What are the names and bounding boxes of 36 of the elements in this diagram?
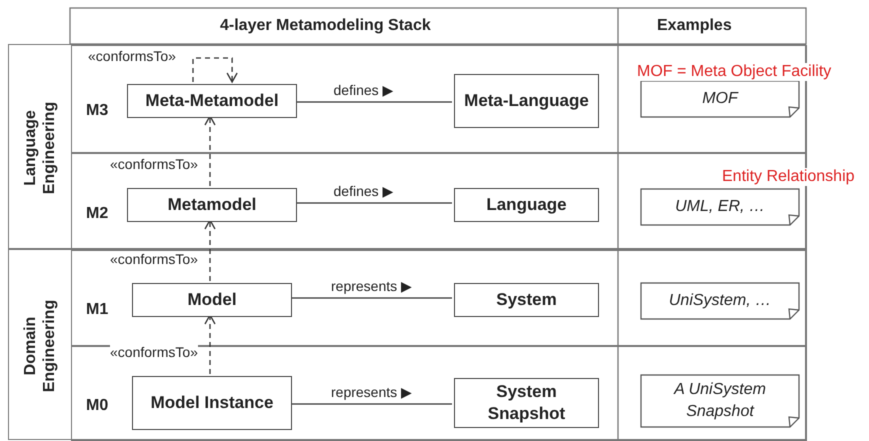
example-note: UniSystem, … [640, 282, 800, 320]
connector-line [295, 202, 452, 204]
edge-label: «conformsTo» [110, 251, 198, 267]
connector-line [290, 403, 452, 405]
layer-row [71, 250, 807, 346]
edge-label: defines ▶ [334, 183, 394, 199]
model-box: Model Instance [132, 376, 292, 430]
example-note: A UniSystem Snapshot [640, 374, 800, 428]
model-box: System Snapshot [454, 378, 599, 428]
edge-label: defines ▶ [334, 82, 394, 98]
model-box: Meta-Language [454, 74, 599, 128]
model-box: System [454, 283, 599, 317]
band-title: Domain Engineering [21, 298, 59, 394]
annotation: MOF = Meta Object Facility [637, 63, 832, 81]
model-box: Meta-Metamodel [127, 84, 297, 118]
layer-label: M0 [86, 396, 108, 414]
column-header: Examples [657, 17, 732, 35]
edge-label: «conformsTo» [110, 344, 198, 360]
column-header: 4-layer Metamodeling Stack [220, 17, 431, 35]
band-title: Language Engineering [21, 100, 59, 196]
edge-label: «conformsTo» [88, 48, 176, 64]
annotation: Entity Relationship [722, 168, 855, 186]
layer-label: M3 [86, 102, 108, 120]
model-box: Metamodel [127, 188, 297, 222]
model-box: Model [132, 283, 292, 317]
layer-band [8, 249, 806, 440]
layer-row [71, 346, 807, 441]
layer-label: M2 [86, 204, 108, 222]
example-note: MOF [640, 80, 800, 118]
connector-line [295, 101, 452, 103]
arrow [192, 57, 238, 83]
example-note: UML, ER, … [640, 188, 800, 226]
layer-label: M1 [86, 301, 108, 319]
edge-label: «conformsTo» [110, 156, 198, 172]
model-box: Language [454, 188, 599, 222]
connector-line [290, 297, 452, 299]
